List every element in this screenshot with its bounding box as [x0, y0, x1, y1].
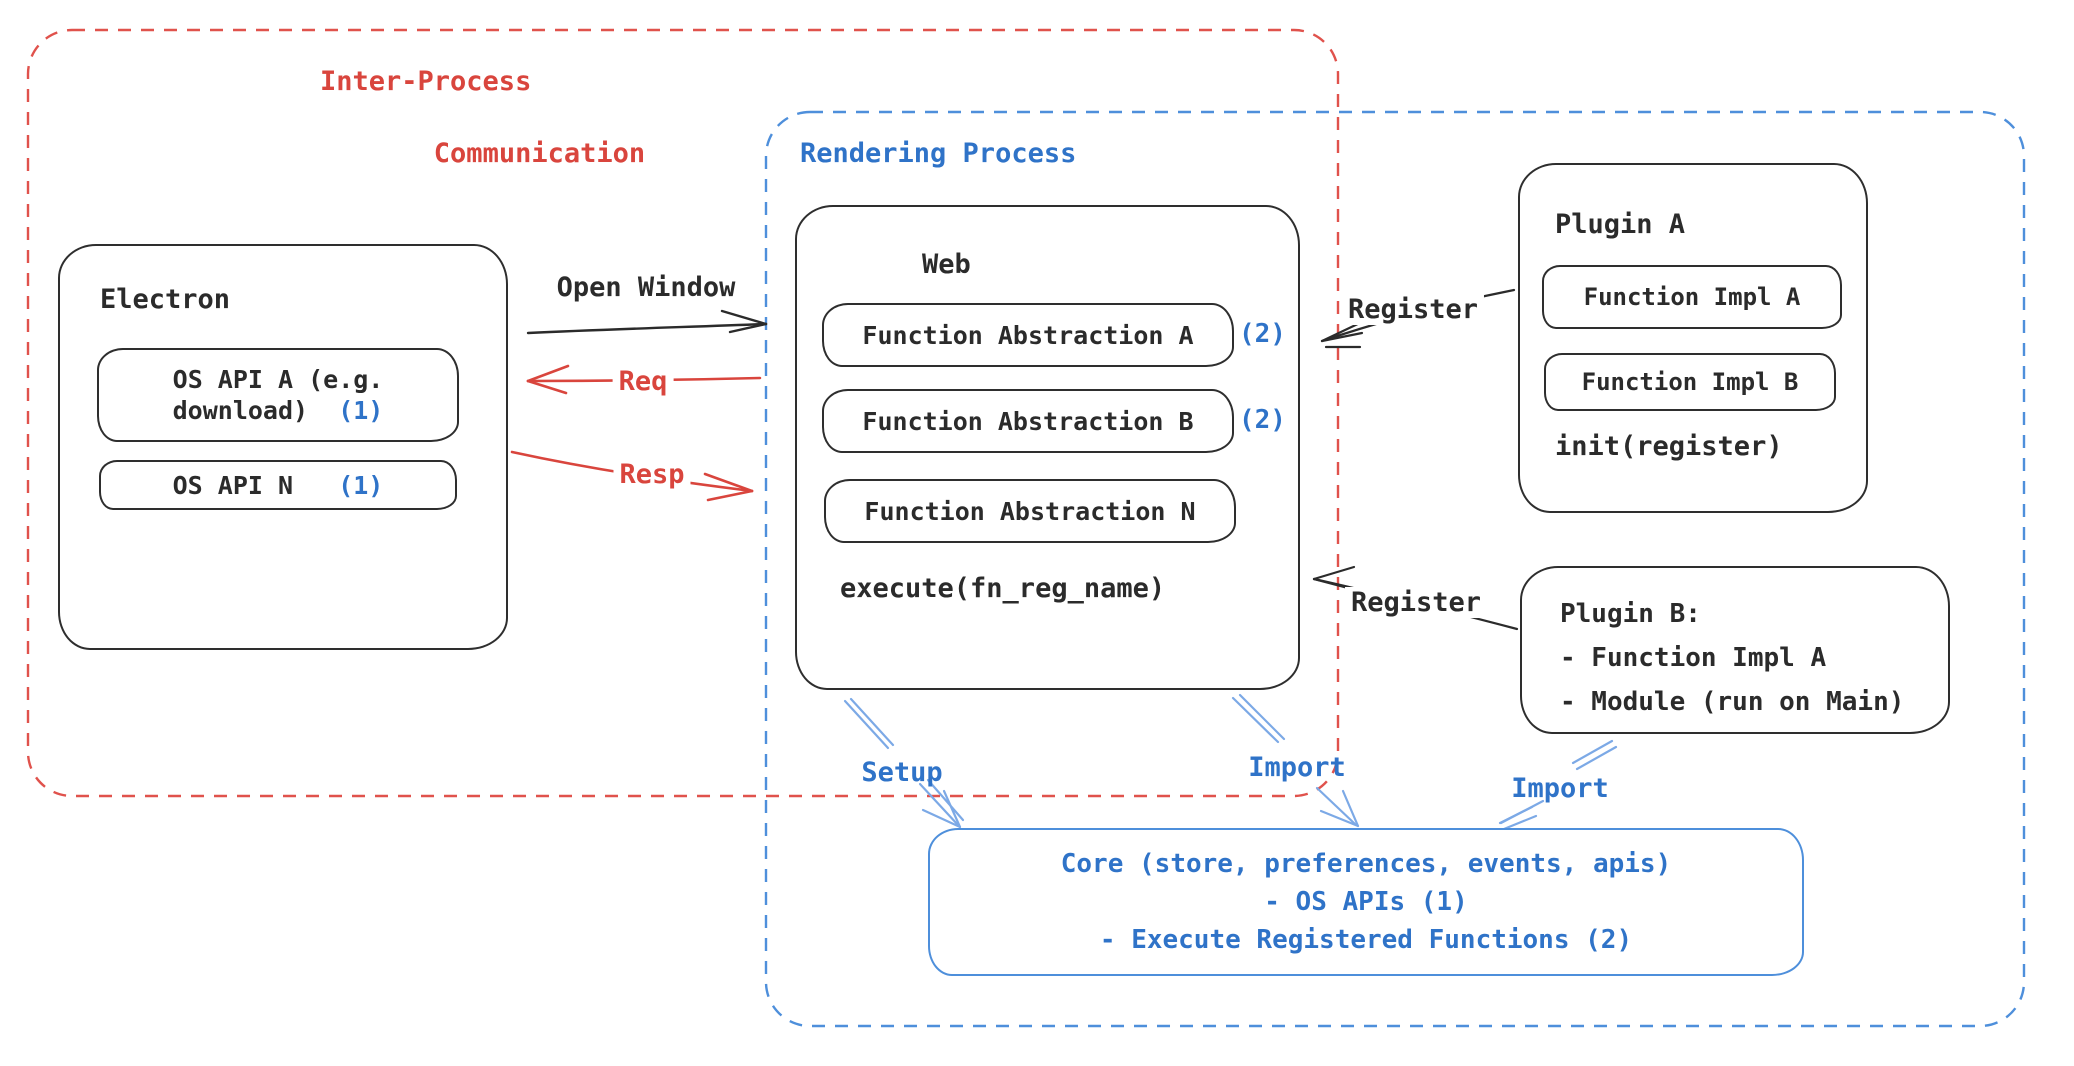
- register-b-label: Register: [1344, 587, 1488, 618]
- os-api-n-label: OS API N (1): [101, 462, 455, 508]
- plugin-a-title: Plugin A: [1555, 209, 1686, 240]
- plugin-b-lines: Plugin B: - Function Impl A - Module (run …: [1560, 592, 1904, 724]
- ipc-region-title-line2: Communication: [433, 138, 646, 169]
- ipc-region-title-line1: Inter-Process: [320, 66, 532, 97]
- function-abstraction-b-label: Function Abstraction B: [862, 406, 1194, 436]
- import-web-label: Import: [1248, 752, 1346, 783]
- function-impl-b-box: Function Impl B: [1544, 353, 1836, 411]
- web-title: Web: [922, 249, 971, 280]
- function-abstraction-b-ref: (2): [1239, 405, 1286, 435]
- rendering-region-border: [764, 110, 2026, 1028]
- core-line-1: Core (store, preferences, events, apis): [1060, 849, 1672, 879]
- core-box: Core (store, preferences, events, apis) …: [928, 828, 1804, 976]
- setup-arrow: [843, 697, 965, 829]
- function-impl-b-label: Function Impl B: [1581, 368, 1799, 396]
- core-line-3: - Execute Registered Functions (2): [1099, 925, 1633, 955]
- open-window-arrow: [526, 309, 768, 335]
- function-abstraction-n-box: Function Abstraction N: [824, 479, 1236, 543]
- function-abstraction-a-label: Function Abstraction A: [862, 320, 1194, 350]
- plugin-a-box: Plugin A Function Impl A Function Impl B…: [1518, 163, 1868, 513]
- os-api-n-text: OS API N: [172, 470, 294, 500]
- os-api-n-box: OS API N (1): [99, 460, 457, 510]
- ipc-region-title: Inter-Process Communication: [320, 64, 645, 172]
- function-impl-a-box: Function Impl A: [1542, 265, 1842, 329]
- function-abstraction-n-label: Function Abstraction N: [864, 496, 1196, 526]
- function-abstraction-b-box: Function Abstraction B: [822, 389, 1234, 453]
- os-api-a-label: OS API A (e.g. download) (1): [99, 350, 457, 440]
- os-api-a-line1: OS API A (e.g.: [172, 365, 384, 394]
- ipc-region-border: [26, 28, 1340, 798]
- resp-label: Resp: [613, 459, 691, 490]
- plugin-b-title: Plugin B:: [1560, 599, 1701, 629]
- os-api-a-box: OS API A (e.g. download) (1): [97, 348, 459, 442]
- import-plugin-b-label: Import: [1511, 773, 1609, 804]
- function-impl-a-label: Function Impl A: [1583, 283, 1801, 311]
- os-api-a-ref: (1): [338, 396, 384, 425]
- os-api-a-line2: download) (1): [173, 395, 384, 426]
- electron-title: Electron: [100, 284, 231, 315]
- plugin-b-box: Plugin B: - Function Impl A - Module (run …: [1520, 566, 1950, 734]
- req-label: Req: [612, 366, 674, 397]
- plugin-b-item-1: - Function Impl A: [1560, 643, 1827, 673]
- register-a-label: Register: [1341, 294, 1485, 325]
- electron-box: Electron OS API A (e.g. download) (1) OS…: [58, 244, 508, 650]
- os-api-n-ref: (1): [338, 470, 384, 500]
- open-window-label: Open Window: [556, 272, 736, 303]
- setup-label: Setup: [861, 757, 943, 788]
- plugin-b-item-2: - Module (run on Main): [1560, 687, 1905, 717]
- function-abstraction-a-ref: (2): [1239, 319, 1286, 349]
- init-register-text: init(register): [1555, 431, 1783, 462]
- os-api-a-line2-text: download): [172, 396, 309, 425]
- rendering-region-title: Rendering Process: [800, 138, 1077, 169]
- core-line-2: - OS APIs (1): [1264, 887, 1468, 917]
- function-abstraction-a-box: Function Abstraction A: [822, 303, 1234, 367]
- import-web-arrow: [1231, 693, 1360, 828]
- import-plugin-b-arrow: [1498, 739, 1618, 831]
- web-box: Web Function Abstraction A (2) Function …: [795, 205, 1300, 690]
- execute-fn-text: execute(fn_reg_name): [840, 573, 1166, 604]
